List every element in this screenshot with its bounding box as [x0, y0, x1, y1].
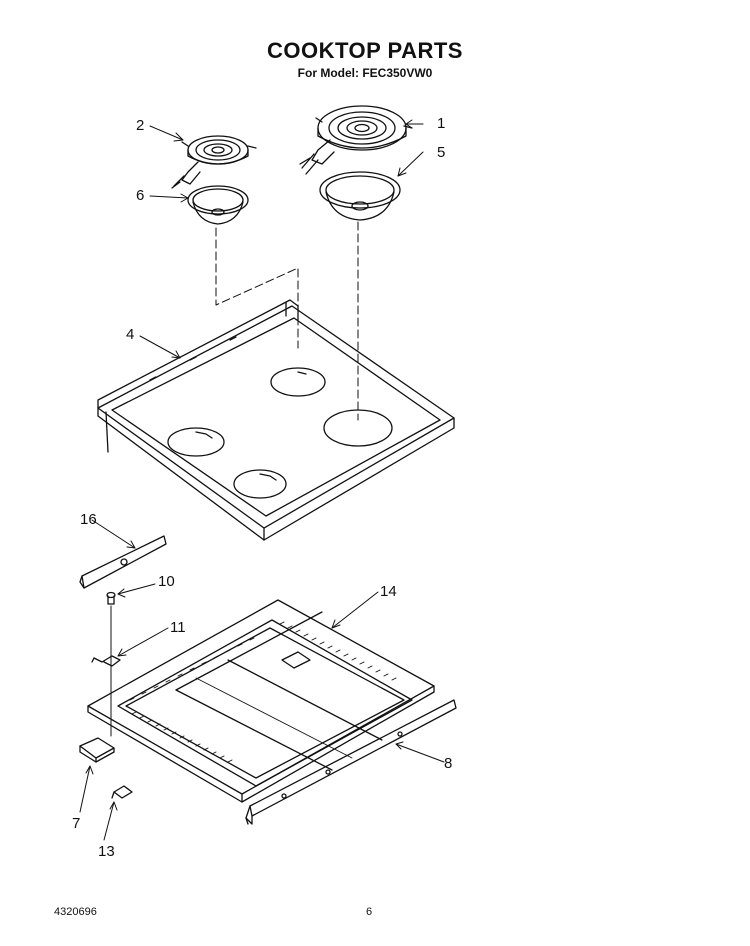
callout-13: 13 [98, 843, 115, 860]
page-number: 6 [366, 906, 373, 918]
bracket-16 [79, 535, 167, 589]
small-drip-bowl [187, 185, 249, 225]
callout-6: 6 [136, 187, 145, 204]
large-surface-element [299, 105, 413, 175]
small-surface-element [171, 135, 257, 189]
burner-box [87, 599, 435, 803]
large-drip-bowl [319, 171, 401, 221]
callout-2: 2 [136, 117, 145, 134]
cooktop [97, 299, 455, 541]
page-title: COOKTOP PARTS [267, 38, 463, 63]
front-rail-8 [245, 699, 457, 825]
document-number: 4320696 [54, 906, 97, 918]
model-subtitle: For Model: FEC350VW0 [297, 66, 433, 80]
leader-lines [79, 119, 445, 841]
callout-1: 1 [437, 115, 446, 132]
clip-13 [111, 785, 133, 799]
callout-7: 7 [72, 815, 81, 832]
callout-16: 16 [80, 511, 97, 528]
bracket-7 [79, 737, 115, 763]
callout-5: 5 [437, 144, 446, 161]
callout-8: 8 [444, 755, 453, 772]
clip-11 [91, 655, 121, 667]
screw-10 [106, 591, 116, 605]
callout-14: 14 [380, 583, 397, 600]
callout-10: 10 [158, 573, 175, 590]
callout-4: 4 [126, 326, 135, 343]
callout-11: 11 [170, 619, 186, 636]
